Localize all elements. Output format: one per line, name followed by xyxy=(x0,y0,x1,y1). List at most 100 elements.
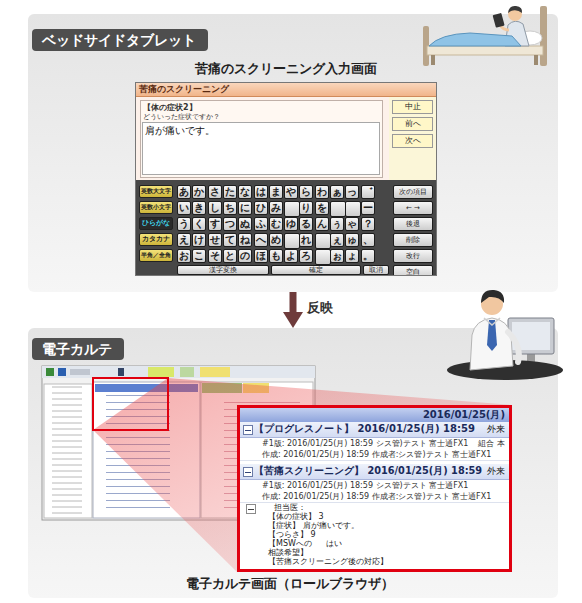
function-key: 後退 xyxy=(393,217,433,231)
blank-key xyxy=(284,233,300,249)
record-field: 担当医： xyxy=(274,503,306,512)
kana-key: こ xyxy=(192,249,206,263)
screen-heading: 苦痛のスクリーニング入力画面 xyxy=(135,62,437,77)
flow-arrow xyxy=(290,292,297,312)
kana-key: お xyxy=(177,249,191,263)
kana-key: ゛ xyxy=(361,185,375,199)
function-key: ← → xyxy=(393,201,433,215)
kana-key: の xyxy=(238,249,252,263)
kana-key: は xyxy=(254,185,268,199)
kana-key: ぅ xyxy=(330,217,344,231)
kana-key: ぬ xyxy=(238,217,252,231)
kana-key: あ xyxy=(177,185,191,199)
kana-key: な xyxy=(238,185,252,199)
blank-key xyxy=(330,201,346,217)
blank-key xyxy=(284,201,300,217)
kana-key: り xyxy=(299,201,313,215)
nav-button: 中止 xyxy=(392,100,433,114)
record-entry: 【プログレスノート】 2016/01/25(月) 18:59外来#1版: 201… xyxy=(240,422,509,464)
screen-window: 【体の症状2】どういった症状ですか？ 肩が痛いです。 中止前へ次へ英数大文字英数小文… xyxy=(135,60,437,276)
kana-key: め xyxy=(269,233,283,247)
kana-key: ね xyxy=(238,233,252,247)
mode-button: 半角／全角 xyxy=(139,249,173,262)
record-field: 【症状】 肩が痛いです。 xyxy=(268,521,359,530)
kana-key: ょ xyxy=(345,249,359,263)
record-entry: 【苦痛スクリーニング】 2016/01/25(月) 18:59外来#1版: 20… xyxy=(240,464,509,569)
toggle-box xyxy=(243,425,253,435)
patient-illustration xyxy=(423,6,547,66)
screen-frame: 【体の症状2】どういった症状ですか？ 肩が痛いです。 中止前へ次へ英数大文字英数小文… xyxy=(135,82,437,276)
kana-key: わ xyxy=(315,185,329,199)
field-text: 肩が痛いです。 xyxy=(145,124,215,138)
blank-key xyxy=(345,201,361,217)
arrow-label: 反映 xyxy=(305,301,335,316)
kana-key: れ xyxy=(299,233,313,247)
kana-key: ほ xyxy=(254,249,268,263)
kana-key: え xyxy=(177,233,191,247)
kana-key: や xyxy=(284,185,298,199)
toggle-minus xyxy=(245,430,251,431)
kana-key: ー xyxy=(361,201,375,215)
kana-key: い xyxy=(177,201,191,215)
function-key: 空白 xyxy=(393,265,433,276)
kana-key: ぁ xyxy=(330,185,344,199)
kana-key: ん xyxy=(315,217,329,231)
kana-key: ひ xyxy=(254,201,268,215)
kana-key: よ xyxy=(284,249,298,263)
record-field: 【つらさ】 9 xyxy=(268,530,316,539)
kana-key: け xyxy=(192,233,206,247)
function-key: 削除 xyxy=(393,233,433,247)
kana-key: ぇ xyxy=(330,233,344,247)
kana-key: っ xyxy=(345,185,359,199)
toggle-minus xyxy=(248,509,254,510)
record-value: はい xyxy=(326,539,342,548)
blank-key xyxy=(315,249,331,265)
kana-key: し xyxy=(208,201,222,215)
kana-key: ？ xyxy=(361,217,375,231)
kana-key: く xyxy=(192,217,206,231)
mode-button: カタカナ xyxy=(139,233,173,246)
kana-key: ら xyxy=(299,185,313,199)
kana-key: と xyxy=(223,249,237,263)
toggle-box xyxy=(243,467,253,477)
kana-key: う xyxy=(177,217,191,231)
kana-key: ろ xyxy=(299,249,313,263)
entry-header: 【プログレスノート】 2016/01/25(月) 18:59 xyxy=(254,423,475,435)
date-bar: 2016/01/25(月) xyxy=(240,408,509,422)
mode-button: ひらがな xyxy=(139,217,173,230)
visit-type: 外来 xyxy=(487,424,505,434)
caption: 電子カルテ画面（ロールブラウザ） xyxy=(42,577,538,592)
kana-key: さ xyxy=(208,185,222,199)
nav-button: 次へ xyxy=(392,134,433,148)
field-text: どういった症状ですか？ xyxy=(143,112,220,122)
kana-key: ち xyxy=(223,201,237,215)
record-field: 【苦痛スクリーニング後の対応】 xyxy=(268,557,388,566)
kana-key: 、 xyxy=(361,233,375,247)
nav-button: 前へ xyxy=(392,117,433,131)
entry-separator xyxy=(240,502,509,503)
panel-ground xyxy=(28,14,558,292)
kana-key: た xyxy=(223,185,237,199)
toggle-box xyxy=(246,504,256,514)
kana-key: る xyxy=(299,217,313,231)
field-text: 【体の症状2】 xyxy=(143,102,197,113)
function-key: 取消 xyxy=(363,265,389,275)
window-title: 苦痛のスクリーニング xyxy=(139,83,229,96)
kana-key: へ xyxy=(254,233,268,247)
emr-screenshot-art xyxy=(42,366,512,572)
entry-line: 作成: 2016/01/25(月) 18:59 作成者:シス管)テスト 富士通F… xyxy=(262,450,491,459)
mode-button: 英数小文字 xyxy=(139,201,173,214)
mode-button: 英数大文字 xyxy=(139,185,173,198)
kana-key: ゃ xyxy=(345,217,359,231)
panel-tab: 電子カルテ xyxy=(32,338,124,360)
toggle-minus xyxy=(245,472,251,473)
entry-line: 作成: 2016/01/25(月) 18:59 作成者:シス管)テスト 富士通F… xyxy=(262,492,491,501)
function-key: 漢字変換 xyxy=(177,265,269,275)
zoom-panel: 2016/01/25(月)【プログレスノート】 2016/01/25(月) 18… xyxy=(237,405,512,572)
panel-tab: ベッドサイドタブレット xyxy=(32,29,208,51)
kana-key: ゆ xyxy=(284,217,298,231)
kana-key: ゅ xyxy=(345,233,359,247)
kana-key: せ xyxy=(208,233,222,247)
kana-key: す xyxy=(208,217,222,231)
